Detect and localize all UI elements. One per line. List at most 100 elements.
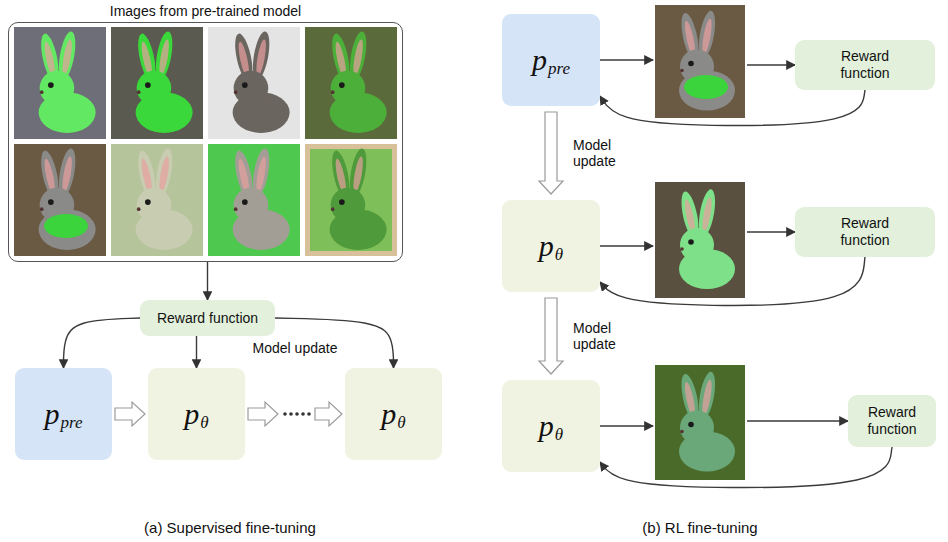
ellipsis-dot: [295, 412, 299, 416]
rabbit-image: [305, 27, 397, 139]
rabbit-image: [684, 75, 728, 99]
rabbit-image: [14, 27, 106, 139]
model-subscript: θ: [555, 245, 563, 265]
rabbit-image: [655, 5, 745, 118]
connector-line: [64, 318, 141, 368]
rabbit-image: [678, 188, 735, 289]
model-subscript: θ: [397, 413, 405, 433]
connector-line: [207, 262, 208, 300]
model-box: pθ: [148, 368, 245, 460]
connector: [600, 447, 892, 488]
connector: [539, 112, 563, 194]
model-subscript: pre: [548, 59, 570, 79]
edge-label: Model update: [571, 137, 625, 169]
model-symbol: p: [539, 409, 554, 443]
connector: [600, 90, 865, 126]
rabbit-image: [208, 144, 300, 256]
block-arrow: [115, 402, 145, 426]
reward-function-box: Reward function: [795, 40, 935, 90]
model-symbol: p: [184, 397, 199, 431]
image-panel: Images from pre-trained model: [8, 22, 403, 262]
rabbit-image: [655, 182, 745, 298]
connector: [600, 232, 795, 246]
connector-line: [747, 64, 795, 65]
box-label: Reward function: [830, 215, 900, 249]
rabbit-image: [655, 5, 745, 118]
connector-line: [600, 59, 653, 60]
rabbit-image: [232, 147, 290, 250]
model-box: pθ: [502, 380, 600, 472]
model-box: pθ: [502, 200, 600, 292]
connector: [539, 298, 563, 374]
rabbit-image: [305, 27, 397, 139]
ellipsis-dot: [283, 412, 287, 416]
rabbit-image: [329, 147, 387, 250]
rabbit-image: [678, 371, 735, 472]
pretrained-model-box: ppre: [15, 368, 112, 460]
model-symbol: p: [381, 397, 396, 431]
model-subscript: pre: [60, 413, 82, 433]
rabbit-image: [305, 144, 397, 256]
model-box: pθ: [345, 368, 442, 460]
connector-line: [196, 336, 197, 368]
connector-line: [747, 231, 795, 232]
connector-line: [747, 420, 848, 421]
connector-line: [600, 425, 653, 426]
rabbit-image: [135, 147, 193, 250]
rabbit-image: [329, 30, 387, 133]
box-label: Reward function: [857, 404, 927, 438]
connector: [248, 402, 342, 426]
connector: [600, 60, 795, 65]
block-arrow: [248, 402, 278, 426]
rabbit-image: [135, 30, 193, 133]
rabbit-image: [655, 365, 745, 480]
rabbit-image: [208, 144, 300, 256]
panel-heading: Images from pre-trained model: [9, 3, 402, 19]
rabbit-image: [111, 144, 203, 256]
rabbit-image: [655, 365, 745, 480]
box-label: Reward function: [157, 310, 258, 327]
reward-function-box: Reward function: [795, 207, 935, 257]
model-symbol: p: [532, 43, 547, 77]
block-arrow: [539, 112, 563, 194]
rabbit-image: [305, 144, 397, 256]
connector-line: [600, 447, 892, 488]
ellipsis-dot: [301, 412, 305, 416]
block-arrow: [315, 402, 342, 426]
rabbit-image: [14, 144, 106, 256]
model-symbol: p: [539, 229, 554, 263]
connector-line: [600, 257, 865, 306]
sub-caption: (b) RL fine-tuning: [640, 519, 759, 536]
rabbit-image: [208, 27, 300, 139]
connector: [600, 257, 865, 306]
ellipsis-dot: [307, 412, 311, 416]
model-symbol: p: [44, 397, 59, 431]
rabbit-image: [111, 27, 203, 139]
rabbit-image: [38, 147, 96, 250]
reward-function-box: Reward function: [140, 300, 275, 336]
connector: [196, 336, 197, 368]
pretrained-model-box: ppre: [502, 14, 600, 106]
rabbit-image: [208, 27, 300, 139]
rabbit-image: [14, 27, 106, 139]
rabbit-image: [38, 30, 96, 133]
block-arrow: [539, 298, 563, 374]
rabbit-image: [678, 10, 735, 111]
rabbit-image: [44, 214, 88, 238]
model-subscript: θ: [200, 413, 208, 433]
rabbit-image: [111, 144, 203, 256]
edge-label: Model update: [251, 340, 340, 356]
connector-line: [600, 90, 865, 126]
rabbit-image: [111, 27, 203, 139]
model-subscript: θ: [555, 425, 563, 445]
reward-function-box: Reward function: [848, 395, 936, 447]
connector: [64, 318, 141, 368]
connector: [115, 402, 145, 426]
rabbit-image: [655, 182, 745, 298]
connector: [207, 262, 208, 300]
connector-line: [600, 245, 653, 246]
edge-label: Model update: [571, 320, 625, 352]
box-label: Reward function: [830, 48, 900, 82]
rabbit-image: [14, 144, 106, 256]
